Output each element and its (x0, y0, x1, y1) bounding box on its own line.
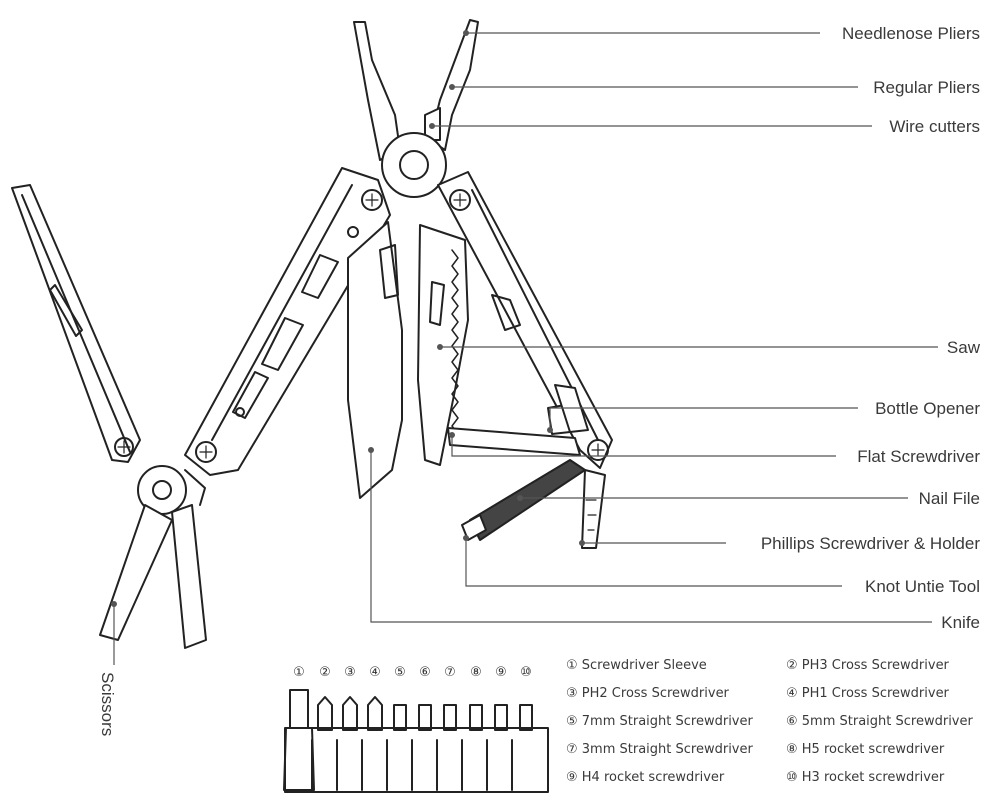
label-needlenose-pliers: Needlenose Pliers (842, 24, 980, 43)
bit-number-10: ⑩ (520, 665, 532, 680)
legend-item-8: ⑧ H5 rocket screwdriver (786, 742, 945, 757)
bit-number-5: ⑤ (394, 665, 406, 680)
legend-item-2: ② PH3 Cross Screwdriver (786, 658, 949, 673)
tools-cluster-illustration (447, 384, 606, 549)
bit-number-7: ⑦ (444, 665, 456, 680)
label-regular-pliers: Regular Pliers (873, 78, 980, 97)
legend-item-6: ⑥ 5mm Straight Screwdriver (786, 714, 973, 729)
label-knife: Knife (941, 613, 980, 632)
legend-item-10: ⑩ H3 rocket screwdriver (786, 770, 945, 785)
callout-lines (113, 32, 938, 665)
label-saw: Saw (947, 338, 981, 357)
bit-number-3: ③ (344, 665, 356, 680)
legend-item-9: ⑨ H4 rocket screwdriver (566, 770, 725, 785)
scissors-arm-illustration (11, 184, 141, 463)
label-scissors: Scissors (98, 672, 117, 736)
label-phillips-screwdriver-holder: Phillips Screwdriver & Holder (761, 534, 981, 553)
label-wire-cutters: Wire cutters (889, 117, 980, 136)
legend-item-3: ③ PH2 Cross Screwdriver (566, 686, 729, 701)
legend-item-5: ⑤ 7mm Straight Screwdriver (566, 714, 753, 729)
legend-item-7: ⑦ 3mm Straight Screwdriver (566, 742, 753, 757)
legend-item-1: ① Screwdriver Sleeve (566, 658, 707, 673)
bit-number-6: ⑥ (419, 665, 431, 680)
scissors-blades-illustration (99, 465, 207, 649)
pliers-jaws-illustration (353, 19, 479, 198)
bit-number-8: ⑧ (470, 665, 482, 680)
bit-number-1: ① (293, 665, 305, 680)
bit-set-illustration (283, 689, 549, 793)
label-knot-untie-tool: Knot Untie Tool (865, 577, 980, 596)
knife-illustration (347, 221, 403, 499)
label-flat-screwdriver: Flat Screwdriver (857, 447, 980, 466)
bit-number-2: ② (319, 665, 331, 680)
label-nail-file: Nail File (919, 489, 980, 508)
callout-dots (111, 30, 585, 607)
bit-number-4: ④ (369, 665, 381, 680)
legend-item-4: ④ PH1 Cross Screwdriver (786, 686, 949, 701)
bit-number-9: ⑨ (495, 665, 507, 680)
left-handle-illustration (184, 167, 391, 476)
label-bottle-opener: Bottle Opener (875, 399, 980, 418)
